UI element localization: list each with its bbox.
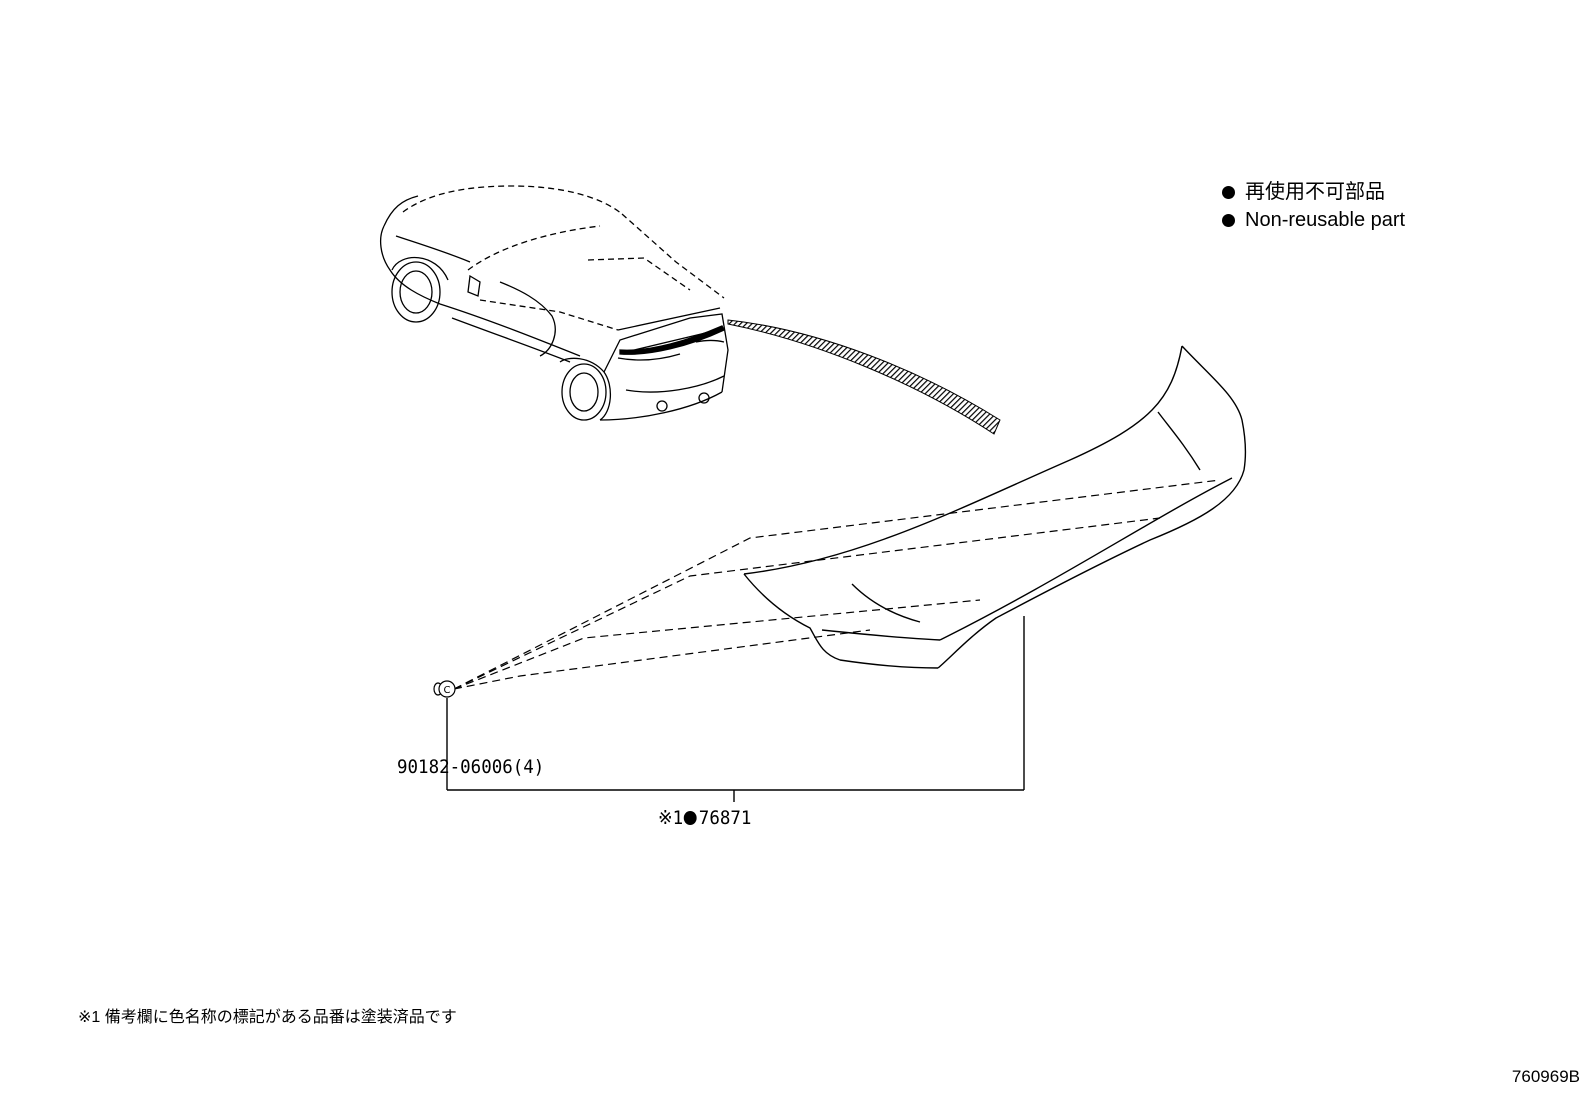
footnote: ※1 備考欄に色名称の標記がある品番は塗装済品です — [78, 1009, 457, 1026]
legend-label-en: Non-reusable part — [1245, 209, 1406, 231]
filled-circle-icon — [1222, 185, 1235, 199]
clip-icon: C — [433, 680, 456, 698]
filled-circle-icon — [684, 811, 697, 825]
leader-lines — [453, 479, 1221, 690]
spoiler-part-number: 76871 — [698, 807, 752, 829]
car-illustration — [379, 185, 729, 421]
legend-item-en: Non-reusable part — [1222, 206, 1405, 234]
note-mark: ※1 — [658, 807, 684, 829]
filled-circle-icon — [1222, 213, 1235, 227]
spoiler-part-label: ※1 76871 — [658, 807, 751, 829]
clip-icon-letter: C — [444, 685, 451, 696]
legend-label-jp: 再使用不可部品 — [1245, 181, 1385, 203]
rear-spoiler-part — [743, 345, 1247, 669]
clip-part-number: 90182-06006(4) — [397, 756, 545, 778]
legend: 再使用不可部品 Non-reusable part — [1222, 178, 1405, 234]
legend-item-jp: 再使用不可部品 — [1222, 178, 1405, 206]
drawing-id: 760969B — [1511, 1067, 1580, 1086]
reference-arrow — [727, 319, 1001, 435]
bracket-lines — [446, 616, 1025, 802]
